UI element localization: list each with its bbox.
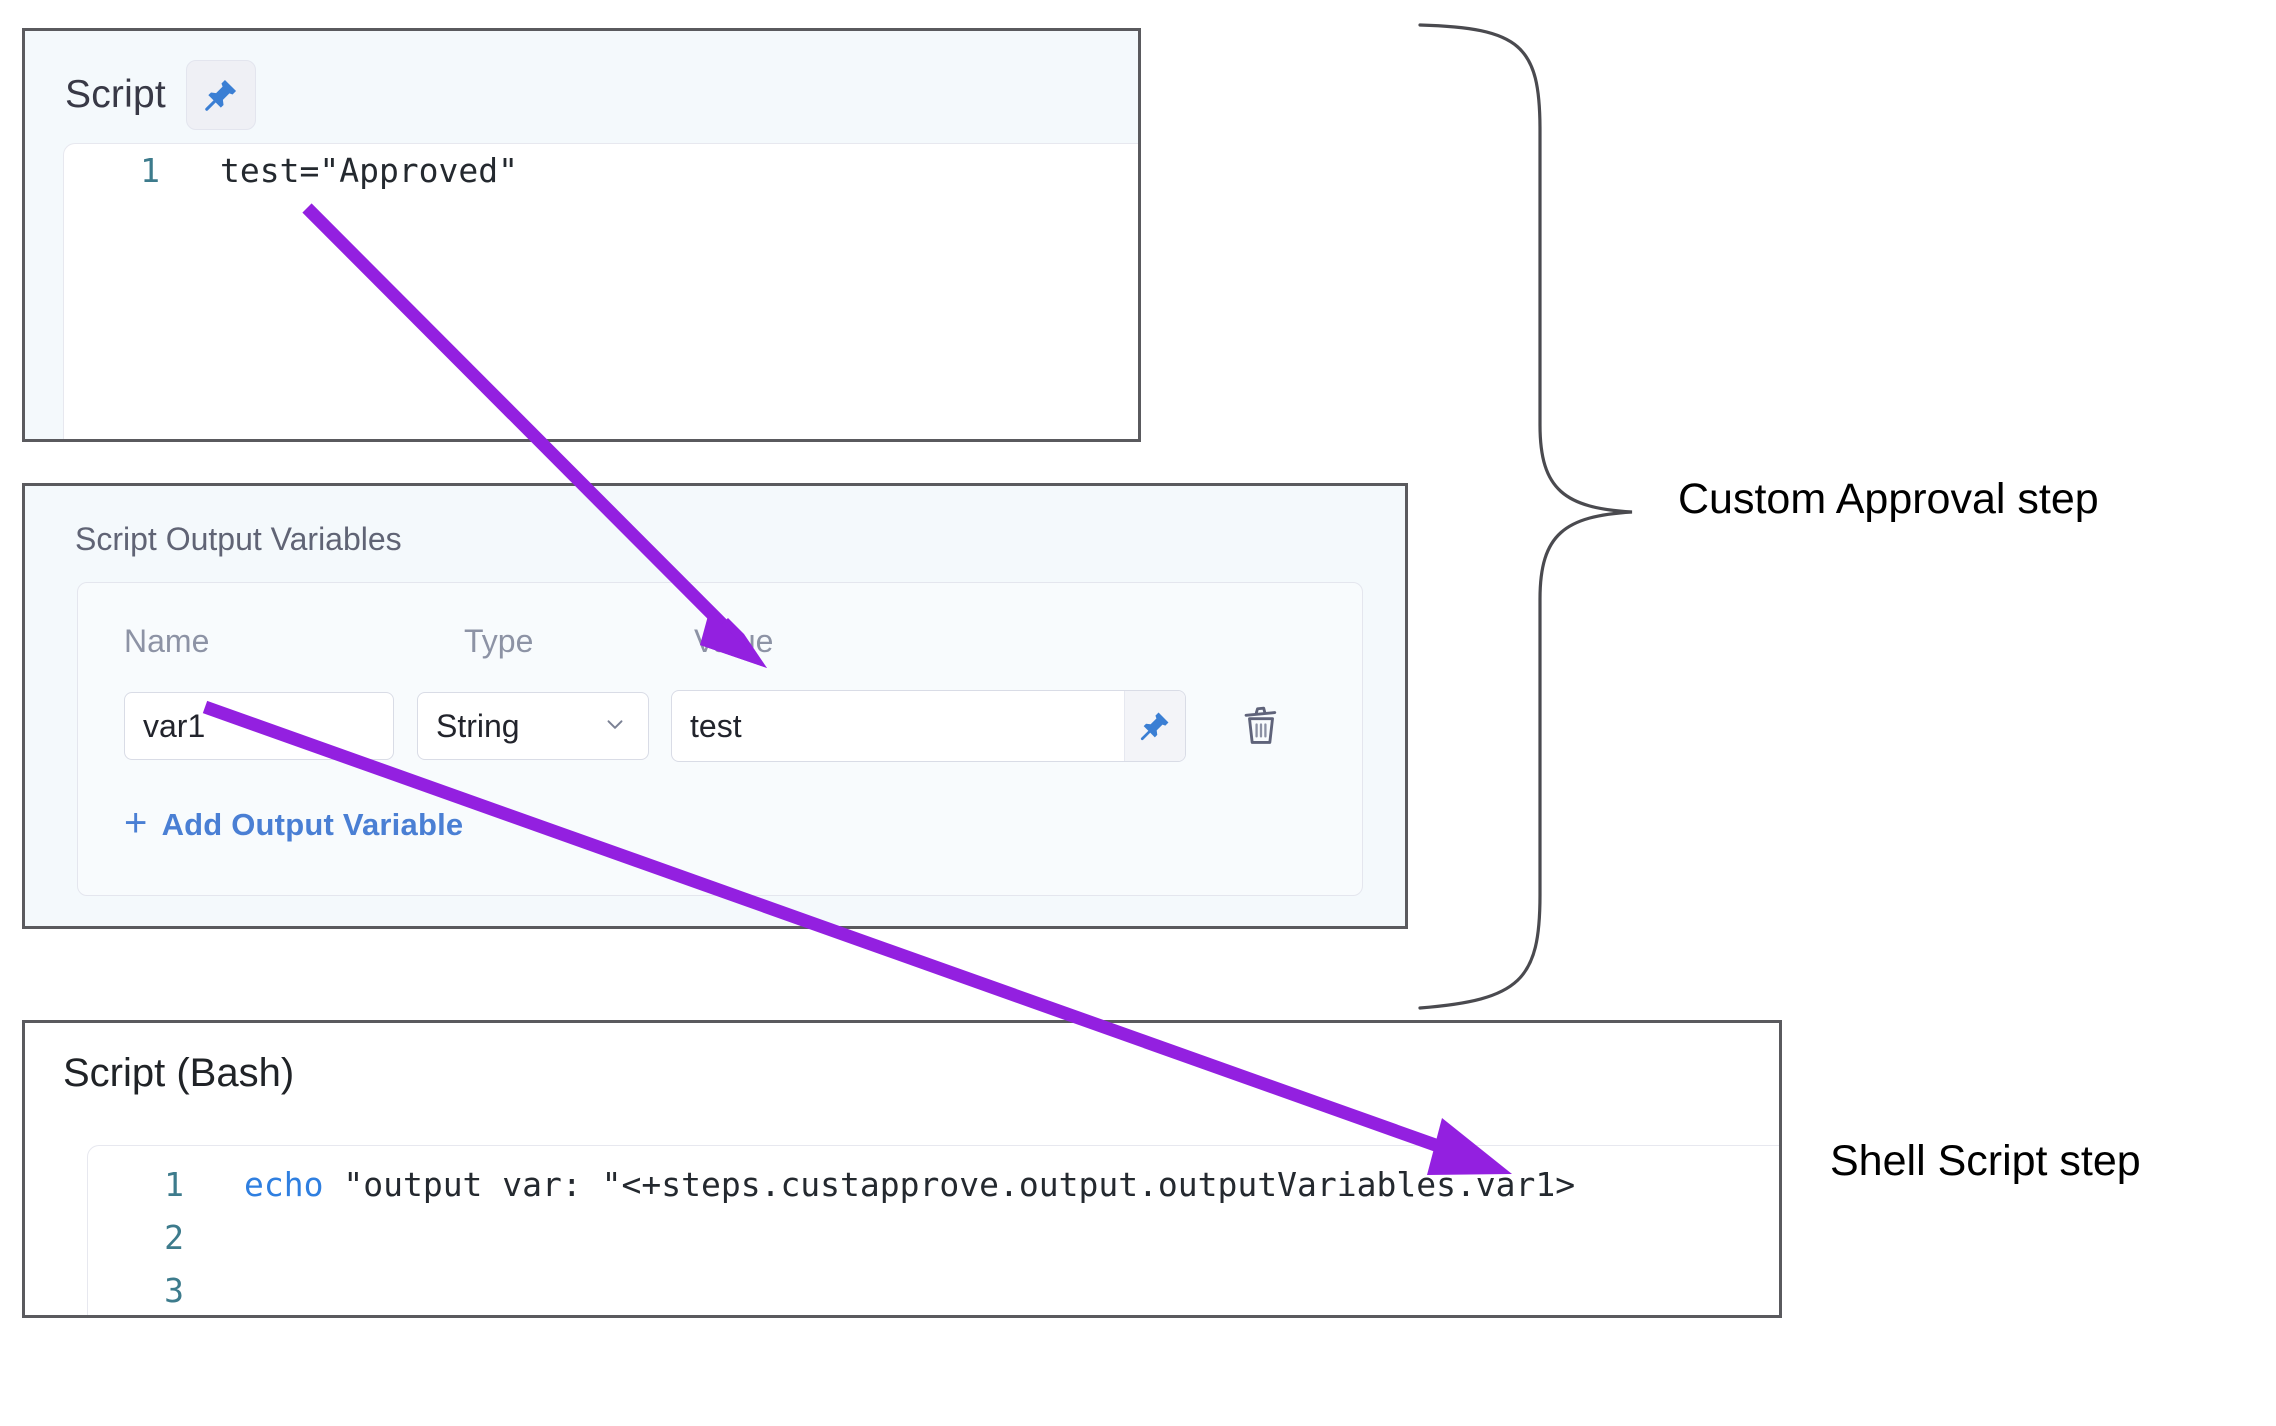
line-number: 3 [164,1271,184,1310]
code-text: test="Approved" [220,151,519,190]
annotation-shell-script-step: Shell Script step [1830,1137,2141,1185]
curly-brace [1418,23,1633,1010]
add-output-variable-label: Add Output Variable [161,807,464,842]
script-panel: Script 1 test="Approved" [22,28,1141,442]
script-output-variables-panel: Script Output Variables Name Type Value … [22,483,1408,929]
variable-value-input[interactable]: test [690,707,742,744]
column-header-name: Name [124,623,210,659]
column-header-value: Value [694,623,774,659]
script-panel-title: Script [65,73,166,116]
code-rest: "output var: "<+steps.custapprove.output… [323,1165,1576,1204]
line-number: 2 [164,1218,184,1257]
pin-icon[interactable] [185,60,256,130]
variable-name-input[interactable]: var1 [124,692,394,760]
code-line: 1 test="Approved" [64,144,1138,197]
script-output-variables-title: Script Output Variables [75,521,402,557]
code-line: 2 [88,1211,1779,1264]
script-panel-header: Script [25,31,1138,130]
variable-value-field: test [671,690,1186,762]
chevron-down-icon [602,708,628,745]
annotation-custom-approval-step: Custom Approval step [1678,475,2099,523]
output-variables-table: Name Type Value var1 String test [77,582,1363,896]
line-number: 1 [140,151,160,190]
code-text: echo "output var: "<+steps.custapprove.o… [184,1158,1575,1211]
line-number: 1 [164,1165,184,1204]
variable-type-select[interactable]: String [417,692,649,760]
table-row: var1 String test [124,690,1288,762]
script-code-editor[interactable]: 1 test="Approved" [63,143,1138,439]
add-output-variable-button[interactable]: + Add Output Variable [124,801,464,845]
column-header-type: Type [464,623,534,659]
bash-code-editor[interactable]: 1 echo "output var: "<+steps.custapprove… [87,1145,1779,1315]
bash-script-panel: Script (Bash) 1 echo "output var: "<+ste… [22,1020,1782,1318]
bash-script-title: Script (Bash) [63,1051,295,1095]
table-header-row: Name Type Value [78,623,1362,660]
code-keyword: echo [244,1165,324,1204]
code-line: 3 [88,1264,1779,1317]
code-line: 1 echo "output var: "<+steps.custapprove… [88,1158,1779,1211]
variable-type-value: String [436,707,520,744]
trash-icon[interactable] [1234,699,1288,753]
plus-icon: + [124,801,148,845]
pin-icon[interactable] [1124,691,1185,761]
